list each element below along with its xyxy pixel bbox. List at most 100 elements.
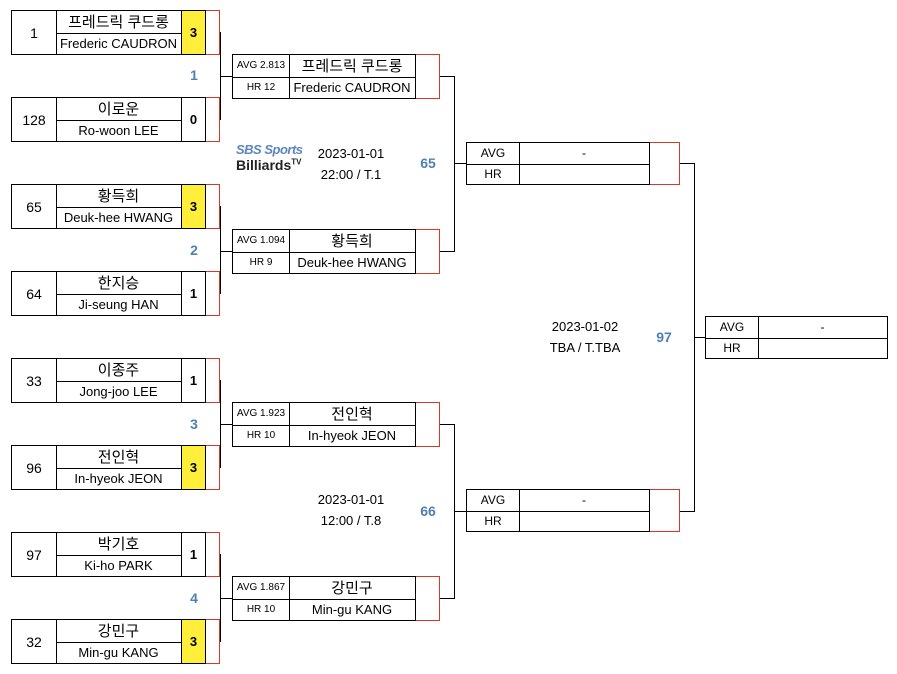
logo-superscript: TV (291, 157, 302, 167)
match-number: 97 (656, 329, 672, 345)
player-box: 96 전인혁 In-hyeok JEON (11, 445, 182, 490)
avg-label: AVG (467, 143, 520, 165)
pending-match-box: AVG HR - (466, 489, 650, 532)
player-korean-name: 황득희 (56, 185, 181, 208)
player-score: 3 (182, 445, 206, 490)
match-number: 66 (420, 503, 436, 519)
winner-box: AVG 1.923 HR 10 전인혁 In-hyeok JEON (232, 402, 416, 447)
winner-korean-name: 전인혁 (289, 403, 415, 426)
winner-average: AVG 1.867 (233, 577, 290, 600)
bracket-line (220, 206, 221, 294)
bracket-line (680, 511, 694, 512)
player-score: 3 (182, 10, 206, 55)
player-seed: 96 (12, 446, 57, 489)
match-connector (206, 445, 220, 490)
bracket-line (454, 163, 466, 164)
match-connector (650, 489, 680, 532)
hr-label: HR (467, 163, 520, 184)
winner-average: AVG 2.813 (233, 55, 290, 78)
schedule-date: 2023-01-01 (317, 146, 385, 161)
bracket-line (694, 337, 706, 338)
match-connector (206, 184, 220, 229)
player-english-name: Frederic CAUDRON (59, 35, 177, 51)
broadcaster-logo: SBS Sports BilliardsTV (236, 142, 306, 182)
player-korean-name: 박기호 (56, 533, 181, 556)
hr-value (519, 164, 649, 185)
player-english-name: Ki-ho PARK (84, 557, 153, 573)
winner-korean-name: 강민구 (289, 577, 415, 600)
schedule-info: 2023-01-01 12:00 / T.8 (296, 489, 406, 531)
player-score: 0 (182, 97, 206, 142)
player-seed: 32 (12, 620, 57, 663)
hr-value (758, 338, 887, 359)
winner-average: AVG 1.094 (233, 230, 290, 253)
player-english-name: Ro-woon LEE (78, 122, 159, 138)
match-connector (206, 532, 220, 577)
match-number: 65 (420, 155, 436, 171)
player-score: 1 (182, 532, 206, 577)
player-box: 128 이로운 Ro-woon LEE (11, 97, 182, 142)
schedule-date: 2023-01-02 (551, 319, 619, 334)
match-connector (416, 402, 440, 447)
match-connector (416, 229, 440, 274)
bracket-line (454, 76, 455, 252)
player-box: 33 이종주 Jong-joo LEE (11, 358, 182, 403)
bracket-line (680, 163, 694, 164)
avg-label: AVG (706, 317, 759, 339)
logo-line-2: BilliardsTV (236, 157, 306, 173)
bracket-line (454, 511, 466, 512)
schedule-time: 12:00 / T.8 (320, 513, 382, 528)
player-score: 1 (182, 271, 206, 316)
winner-box: AVG 1.094 HR 9 황득희 Deuk-hee HWANG (232, 229, 416, 274)
winner-korean-name: 황득희 (289, 230, 415, 253)
player-english-name: Min-gu KANG (78, 644, 159, 660)
bracket-line (440, 424, 454, 425)
schedule-time: 22:00 / T.1 (320, 167, 382, 182)
logo-line-2-text: Billiards (236, 157, 292, 173)
winner-high-run: HR 10 (233, 598, 290, 620)
player-box: 65 황득희 Deuk-hee HWANG (11, 184, 182, 229)
winner-high-run: HR 10 (233, 424, 290, 446)
winner-high-run: HR 9 (233, 251, 290, 273)
avg-value: - (758, 317, 887, 339)
player-korean-name: 한지승 (56, 272, 181, 295)
player-seed: 97 (12, 533, 57, 576)
schedule-info: 2023-01-01 22:00 / T.1 (296, 143, 406, 185)
match-connector (206, 358, 220, 403)
winner-english-name: In-hyeok JEON (307, 427, 397, 443)
winner-box: AVG 1.867 HR 10 강민구 Min-gu KANG (232, 576, 416, 621)
player-score: 1 (182, 358, 206, 403)
logo-line-1: SBS Sports (236, 142, 303, 157)
schedule-time: TBA / T.TBA (549, 340, 621, 355)
player-seed: 128 (12, 98, 57, 141)
player-seed: 64 (12, 272, 57, 315)
match-connector (206, 97, 220, 142)
match-number: 2 (190, 242, 198, 258)
winner-english-name: Frederic CAUDRON (293, 79, 411, 95)
bracket-line (440, 598, 454, 599)
avg-value: - (519, 143, 649, 165)
winner-english-name: Min-gu KANG (311, 601, 393, 617)
winner-korean-name: 프레드릭 쿠드롱 (289, 55, 415, 78)
schedule-info: 2023-01-02 TBA / T.TBA (530, 316, 640, 358)
bracket-line (220, 251, 232, 252)
player-english-name: Deuk-hee HWANG (63, 209, 174, 225)
player-score: 3 (182, 184, 206, 229)
player-box: 1 프레드릭 쿠드롱 Frederic CAUDRON (11, 10, 182, 55)
player-seed: 65 (12, 185, 57, 228)
winner-box: AVG 2.813 HR 12 프레드릭 쿠드롱 Frederic CAUDRO… (232, 54, 416, 99)
player-score: 3 (182, 619, 206, 664)
player-seed: 1 (12, 11, 57, 54)
avg-label: AVG (467, 490, 520, 512)
final-match-box: AVG HR - (705, 316, 888, 359)
bracket-line (220, 76, 232, 77)
player-box: 97 박기호 Ki-ho PARK (11, 532, 182, 577)
match-connector (650, 142, 680, 185)
pending-match-box: AVG HR - (466, 142, 650, 185)
player-english-name: Ji-seung HAN (78, 296, 159, 312)
player-korean-name: 이로운 (56, 98, 181, 121)
hr-label: HR (467, 510, 520, 531)
match-connector (206, 619, 220, 664)
match-connector (416, 54, 440, 99)
match-number: 1 (190, 67, 198, 83)
